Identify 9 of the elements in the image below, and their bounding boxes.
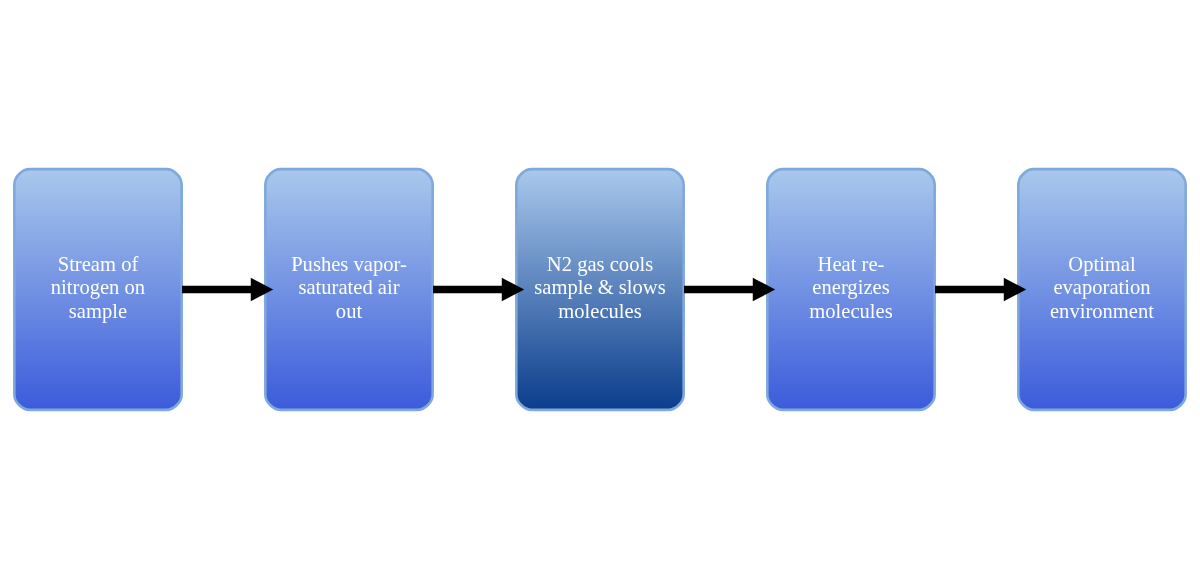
node-box: Stream of nitrogen on sample <box>13 167 183 411</box>
arrow <box>433 277 525 301</box>
node-box: Optimal evaporation environment <box>1017 167 1187 411</box>
node-box: Pushes vapor-saturated air out <box>264 167 434 411</box>
arrow <box>935 277 1027 301</box>
node-box: Heat re-energizes molecules <box>766 167 936 411</box>
arrow <box>684 277 776 301</box>
node-box: N2 gas cools sample & slows molecules <box>515 167 685 411</box>
arrow <box>182 277 274 301</box>
